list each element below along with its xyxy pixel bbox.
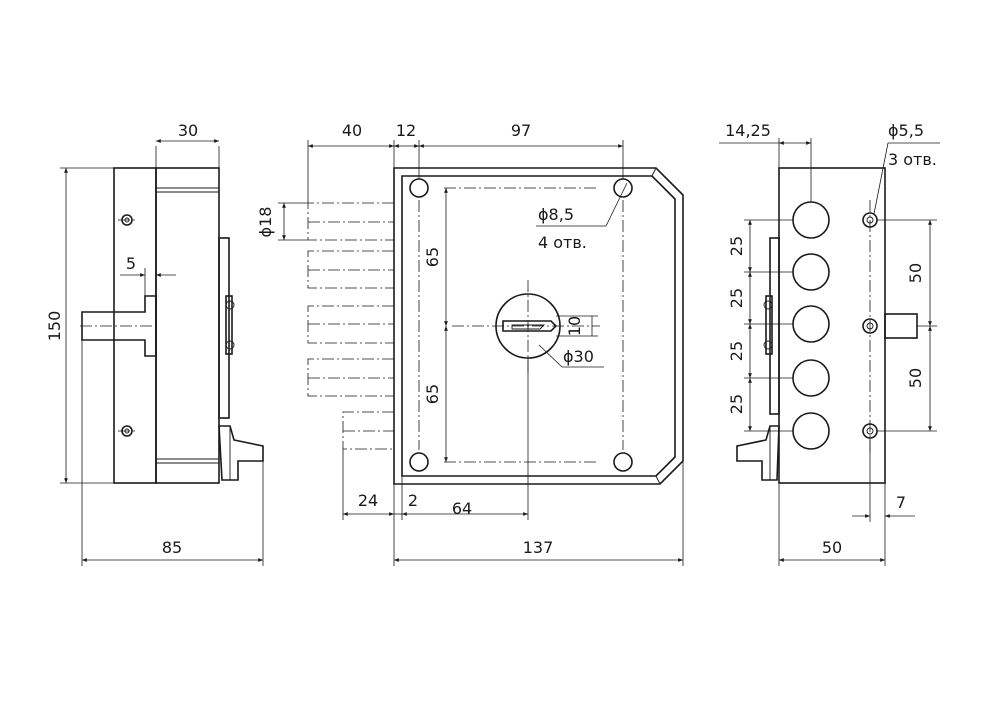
dim-front-10: 10	[565, 316, 584, 336]
dim-back-25-1: 25	[727, 236, 746, 256]
side-cylinder	[225, 295, 233, 355]
back-mount-mid	[862, 318, 878, 334]
dim-side-5: 5	[126, 254, 136, 273]
dim-side-85: 85	[162, 538, 182, 557]
back-bolt-4	[792, 359, 830, 397]
dim-front-2: 2	[408, 491, 418, 510]
dim-back-50: 50	[822, 538, 842, 557]
back-plate	[778, 167, 886, 484]
dim-back-25-4: 25	[727, 394, 746, 414]
dim-front-phi85: ϕ8,5	[538, 205, 574, 224]
dim-front-65-lower: 65	[423, 384, 442, 404]
dim-side-30: 30	[178, 121, 198, 140]
dim-front-64: 64	[452, 499, 472, 518]
dim-front-24: 24	[358, 491, 378, 510]
dim-front-65-upper: 65	[423, 247, 442, 267]
side-bolt	[81, 295, 157, 357]
back-view: 25 25 25 25 50 50 14,25 ϕ5,5 3 отв. 7 50	[719, 121, 940, 566]
back-knob	[736, 425, 780, 481]
dim-front-phi30: ϕ30	[563, 347, 594, 366]
side-view: 30 5 150 85	[45, 121, 264, 566]
dim-back-14-25: 14,25	[725, 121, 771, 140]
front-hole-br	[613, 452, 633, 472]
back-bolt-stub	[884, 313, 918, 339]
dim-front-phi18: ϕ18	[256, 207, 275, 238]
front-hole-tr	[613, 178, 633, 198]
dim-back-50-upper: 50	[906, 263, 925, 283]
dim-front-4-holes: 4 отв.	[538, 233, 587, 252]
back-bolt-1	[792, 201, 830, 239]
dim-side-150: 150	[45, 311, 64, 342]
dim-front-97: 97	[511, 121, 531, 140]
side-cover	[218, 237, 230, 419]
dim-front-40: 40	[342, 121, 362, 140]
dim-front-137: 137	[523, 538, 554, 557]
dim-back-3-holes: 3 отв.	[888, 150, 937, 169]
dim-back-7: 7	[896, 493, 906, 512]
front-hole-tl	[409, 178, 429, 198]
back-bolt-3	[792, 305, 830, 343]
dim-back-25-3: 25	[727, 341, 746, 361]
back-bolt-2	[792, 253, 830, 291]
dim-back-phi55: ϕ5,5	[888, 121, 924, 140]
back-cover	[769, 237, 780, 415]
side-mount-plate	[113, 167, 157, 484]
dim-back-25-2: 25	[727, 288, 746, 308]
front-key-slot	[502, 320, 558, 332]
side-knob	[218, 425, 264, 481]
front-view: 40 12 97 ϕ18 65 65 ϕ8,5 4 отв. 10 ϕ30	[256, 121, 684, 566]
dim-back-50-lower: 50	[906, 368, 925, 388]
side-lock-body	[155, 167, 220, 484]
dim-front-12: 12	[396, 121, 416, 140]
front-bolts	[307, 202, 394, 450]
front-hole-bl	[409, 452, 429, 472]
back-bolt-5	[792, 412, 830, 450]
